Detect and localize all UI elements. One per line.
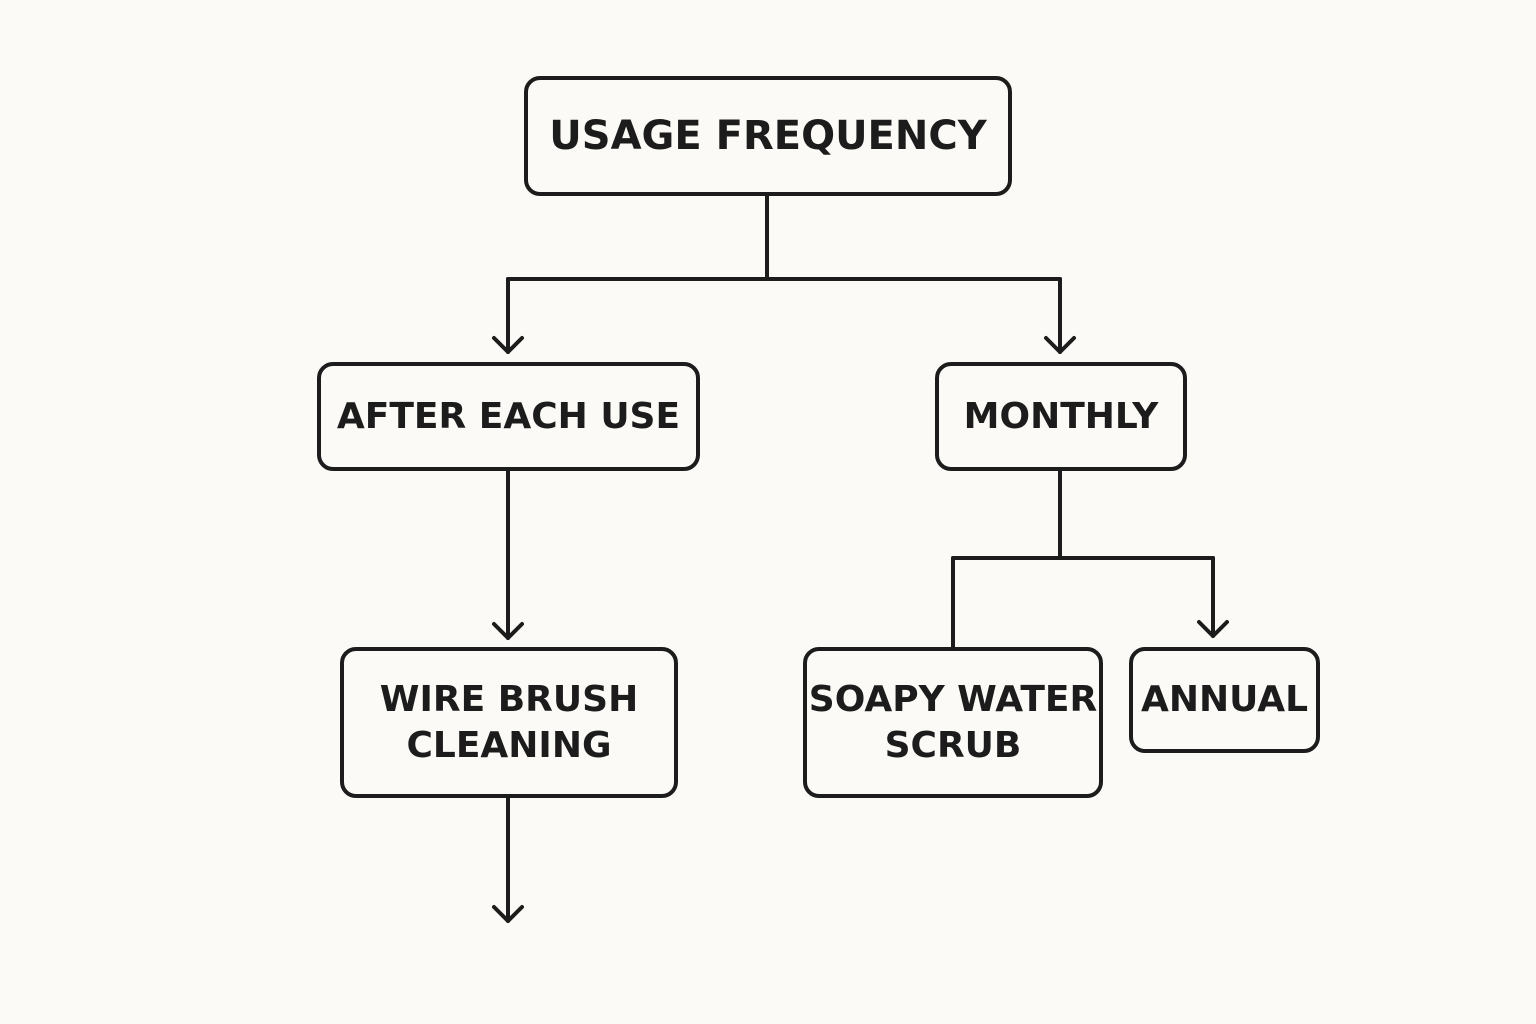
- node-label: USAGE FREQUENCY: [549, 113, 987, 159]
- arrowhead-annual: [1197, 620, 1229, 638]
- arrowhead-wire-brush: [492, 622, 524, 640]
- arrowhead-wire-brush-out: [492, 905, 524, 923]
- arrowhead-after-each-use: [492, 336, 524, 354]
- node-label: SOAPY WATER SCRUB: [808, 678, 1098, 766]
- arrowhead-monthly: [1044, 336, 1076, 354]
- node-label: WIRE BRUSH CLEANING: [379, 678, 639, 766]
- node-label: ANNUAL: [1140, 679, 1309, 720]
- node-wire-brush-cleaning: WIRE BRUSH CLEANING: [340, 647, 678, 798]
- node-usage-frequency: USAGE FREQUENCY: [524, 76, 1012, 196]
- node-label: AFTER EACH USE: [336, 395, 681, 437]
- node-label: MONTHLY: [963, 395, 1159, 437]
- node-annual: ANNUAL: [1129, 647, 1320, 753]
- node-monthly: MONTHLY: [935, 362, 1187, 471]
- node-after-each-use: AFTER EACH USE: [317, 362, 700, 471]
- node-soapy-water-scrub: SOAPY WATER SCRUB: [803, 647, 1103, 798]
